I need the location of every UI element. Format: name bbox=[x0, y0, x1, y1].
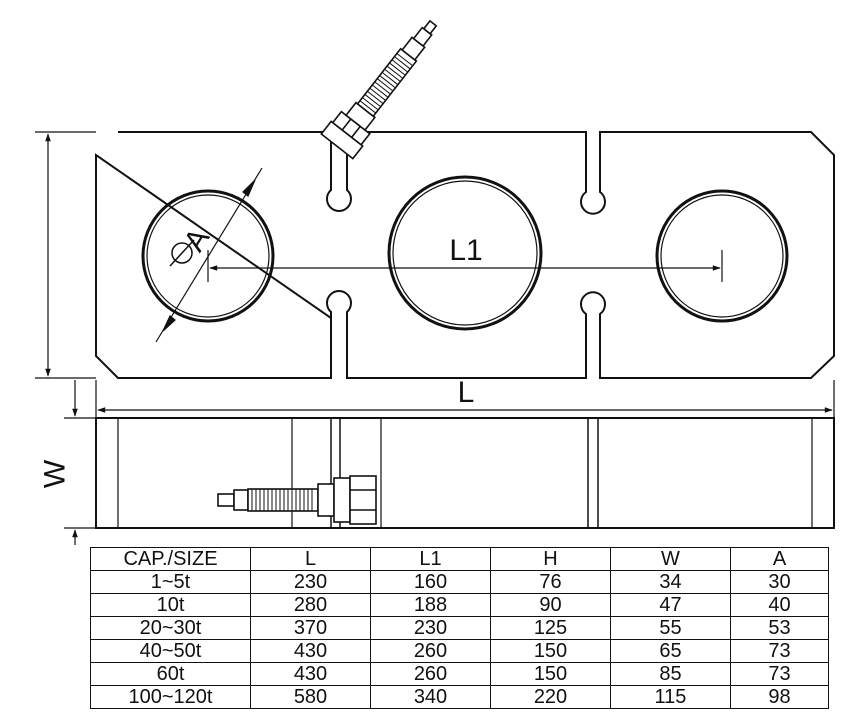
diameter-dimension bbox=[155, 167, 263, 343]
table-cell: 150 bbox=[490, 639, 611, 663]
header-l: L bbox=[250, 547, 371, 571]
table-cell: 65 bbox=[610, 639, 731, 663]
cable-connector-side bbox=[217, 475, 377, 525]
load-cell-drawing: A L1 L bbox=[35, 19, 835, 545]
table-cell: 100~120t bbox=[90, 685, 251, 709]
table-header-row: CAP./SIZE L L1 H W A bbox=[90, 547, 829, 571]
width-label: W bbox=[39, 459, 72, 488]
hole-left bbox=[141, 189, 275, 323]
table-cell: 160 bbox=[370, 570, 491, 594]
table-cell: 125 bbox=[490, 616, 611, 640]
spec-table: CAP./SIZE L L1 H W A 1~5t 230 160 76 34 … bbox=[90, 547, 829, 709]
table-cell: 30 bbox=[730, 570, 829, 594]
header-a: A bbox=[730, 547, 829, 571]
table-cell: 220 bbox=[490, 685, 611, 709]
table-cell: 260 bbox=[370, 639, 491, 663]
l1-dimension bbox=[207, 250, 723, 282]
cable-connector-top bbox=[320, 19, 438, 160]
table-cell: 1~5t bbox=[90, 570, 251, 594]
table-cell: 230 bbox=[370, 616, 491, 640]
length-dimension bbox=[95, 380, 835, 418]
table-cell: 73 bbox=[730, 639, 829, 663]
hole-right bbox=[655, 189, 789, 323]
hole-center bbox=[387, 175, 543, 331]
table-cell: 115 bbox=[610, 685, 731, 709]
table-cell: 76 bbox=[490, 570, 611, 594]
width-dimension-side bbox=[64, 380, 96, 545]
width-dimension-top bbox=[35, 131, 96, 379]
table-cell: 90 bbox=[490, 593, 611, 617]
table-cell: 47 bbox=[610, 593, 731, 617]
table-cell: 340 bbox=[370, 685, 491, 709]
table-cell: 73 bbox=[730, 662, 829, 686]
table-cell: 55 bbox=[610, 616, 731, 640]
table-row: 20~30t 370 230 125 55 53 bbox=[90, 616, 829, 640]
table-cell: 53 bbox=[730, 616, 829, 640]
table-cell: 188 bbox=[370, 593, 491, 617]
plate-side-view bbox=[95, 417, 835, 529]
table-cell: 280 bbox=[250, 593, 371, 617]
table-cell: 40~50t bbox=[90, 639, 251, 663]
table-row: 1~5t 230 160 76 34 30 bbox=[90, 570, 829, 594]
header-cap-size: CAP./SIZE bbox=[90, 547, 251, 571]
table-row: 60t 430 260 150 85 73 bbox=[90, 662, 829, 686]
header-w: W bbox=[610, 547, 731, 571]
table-cell: 34 bbox=[610, 570, 731, 594]
table-cell: 370 bbox=[250, 616, 371, 640]
header-h: H bbox=[490, 547, 611, 571]
l1-label: L1 bbox=[449, 234, 482, 267]
table-cell: 430 bbox=[250, 662, 371, 686]
table-row: 100~120t 580 340 220 115 98 bbox=[90, 685, 829, 709]
table-cell: 580 bbox=[250, 685, 371, 709]
table-cell: 98 bbox=[730, 685, 829, 709]
length-label: L bbox=[458, 376, 475, 409]
table-cell: 230 bbox=[250, 570, 371, 594]
table-cell: 260 bbox=[370, 662, 491, 686]
table-cell: 430 bbox=[250, 639, 371, 663]
table-cell: 150 bbox=[490, 662, 611, 686]
header-l1: L1 bbox=[370, 547, 491, 571]
table-cell: 60t bbox=[90, 662, 251, 686]
table-cell: 10t bbox=[90, 593, 251, 617]
table-row: 40~50t 430 260 150 65 73 bbox=[90, 639, 829, 663]
table-cell: 85 bbox=[610, 662, 731, 686]
table-cell: 40 bbox=[730, 593, 829, 617]
table-cell: 20~30t bbox=[90, 616, 251, 640]
table-row: 10t 280 188 90 47 40 bbox=[90, 593, 829, 617]
